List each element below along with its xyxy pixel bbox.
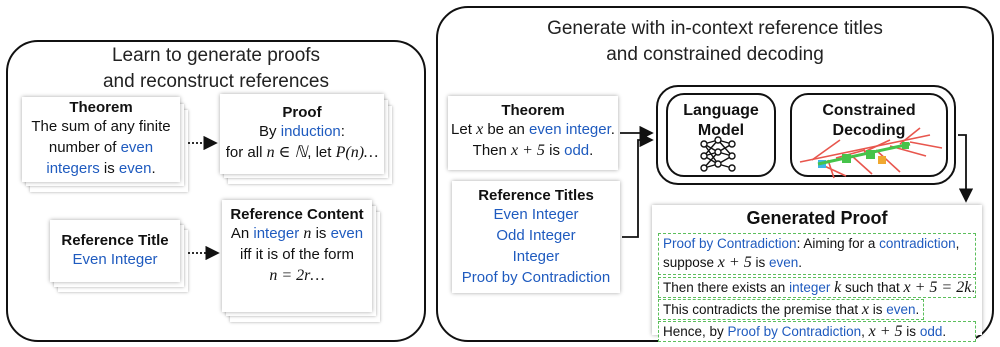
reference-titles-item: Integer [512, 248, 560, 265]
reference-title-heading: Reference Title [61, 232, 169, 249]
neural-network-icon [700, 136, 736, 172]
reference-titles-card: Reference Titles Even Integer Odd Intege… [452, 181, 620, 293]
right-theorem-heading: Theorem [501, 102, 565, 119]
right-theorem-card: Theorem Let x be an even integer. Then x… [448, 96, 618, 170]
theorem-heading: Theorem [69, 99, 133, 116]
proof-line-4: Hence, by Proof by Contradiction, x + 5 … [658, 321, 976, 342]
reference-titles-item: Proof by Contradiction [461, 269, 611, 286]
proof-line-3: This contradicts the premise that x is e… [658, 299, 924, 320]
reference-titles-heading: Reference Titles [478, 187, 594, 204]
constrained-decoding-box: Constrained Decoding [790, 93, 948, 177]
proof-heading: Proof [282, 104, 322, 121]
proof-line-1: Proof by Contradiction: Aiming for a con… [658, 233, 976, 275]
theorem-card: Theorem The sum of any finite number of … [22, 97, 180, 182]
generated-proof-heading: Generated Proof [746, 208, 888, 228]
arrow-titles-to-model [622, 132, 654, 238]
left-panel-title: Learn to generate proofs and reconstruct… [102, 45, 329, 92]
reference-title-value: Even Integer [72, 251, 158, 268]
proof-card: Proof By induction: for all n ∈ ℕ, let P… [220, 94, 384, 174]
reference-content-card: Reference Content An integer n is even i… [222, 200, 372, 312]
arrow-model-to-proof [958, 134, 974, 203]
reference-title-card: Reference Title Even Integer [50, 220, 180, 282]
right-panel-title: Generate with in-context reference title… [547, 18, 883, 65]
reference-titles-item: Odd Integer [496, 227, 576, 244]
proof-line-2: Then there exists an integer k such that… [658, 277, 976, 298]
reference-titles-item: Even Integer [493, 206, 579, 223]
reference-content-heading: Reference Content [230, 206, 364, 223]
decoding-path-icon [817, 142, 911, 168]
